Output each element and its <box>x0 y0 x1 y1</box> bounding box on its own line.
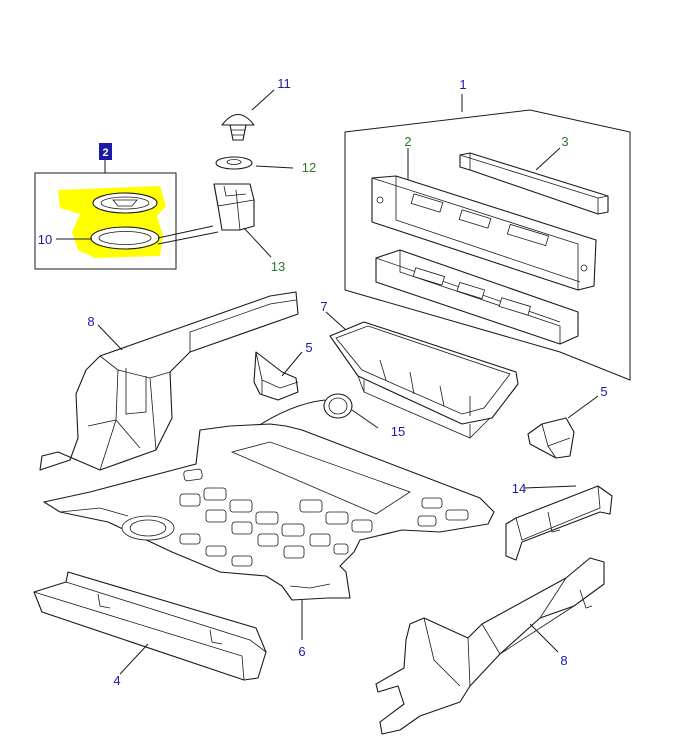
assembly-frame-1 <box>344 109 631 381</box>
bracket-14[interactable] <box>505 485 613 561</box>
callout-10[interactable]: 10 <box>38 232 52 247</box>
callout-14[interactable]: 14 <box>512 481 526 496</box>
callout-7[interactable]: 7 <box>320 299 327 314</box>
callout-15[interactable]: 15 <box>391 424 405 439</box>
bracket-13[interactable] <box>213 183 255 231</box>
bracket-5-right[interactable] <box>527 417 575 459</box>
callout-4[interactable]: 4 <box>113 673 120 688</box>
callout-5-right[interactable]: 5 <box>600 384 607 399</box>
floor-panel-6[interactable] <box>43 423 495 601</box>
crossmember-2[interactable] <box>371 175 597 291</box>
crossmember-lower[interactable] <box>375 249 579 345</box>
callout-1[interactable]: 1 <box>459 77 466 92</box>
callout-labels: 1 2 3 4 5 5 6 7 8 8 10 11 12 13 14 15 <box>38 76 608 688</box>
grommet-15[interactable] <box>323 393 353 419</box>
rear-rail-8-left[interactable] <box>39 291 299 471</box>
leader-lines <box>56 89 599 675</box>
rear-rail-8-right[interactable] <box>375 557 605 735</box>
mounting-plate-upper[interactable] <box>92 192 158 214</box>
inset-tag[interactable] <box>99 143 112 160</box>
seal-ring-10[interactable] <box>90 226 160 250</box>
callout-11[interactable]: 11 <box>277 76 291 91</box>
callout-8-right[interactable]: 8 <box>560 653 567 668</box>
callout-8-left[interactable]: 8 <box>87 314 94 329</box>
inset-tag-label: 2 <box>102 147 108 159</box>
inset-group: 2 <box>34 143 219 270</box>
callout-3[interactable]: 3 <box>561 134 568 149</box>
callout-5-left[interactable]: 5 <box>305 340 312 355</box>
bracket-5-left[interactable] <box>253 351 299 401</box>
callout-2[interactable]: 2 <box>404 134 411 149</box>
callout-6[interactable]: 6 <box>298 644 305 659</box>
crossmember-3[interactable] <box>459 152 609 215</box>
storage-tray-7[interactable] <box>329 321 519 439</box>
callout-13[interactable]: 13 <box>271 259 285 274</box>
grommet-12[interactable] <box>215 156 253 170</box>
clip-11[interactable] <box>221 113 255 141</box>
callout-12[interactable]: 12 <box>302 160 316 175</box>
sill-member-4[interactable] <box>33 571 267 681</box>
